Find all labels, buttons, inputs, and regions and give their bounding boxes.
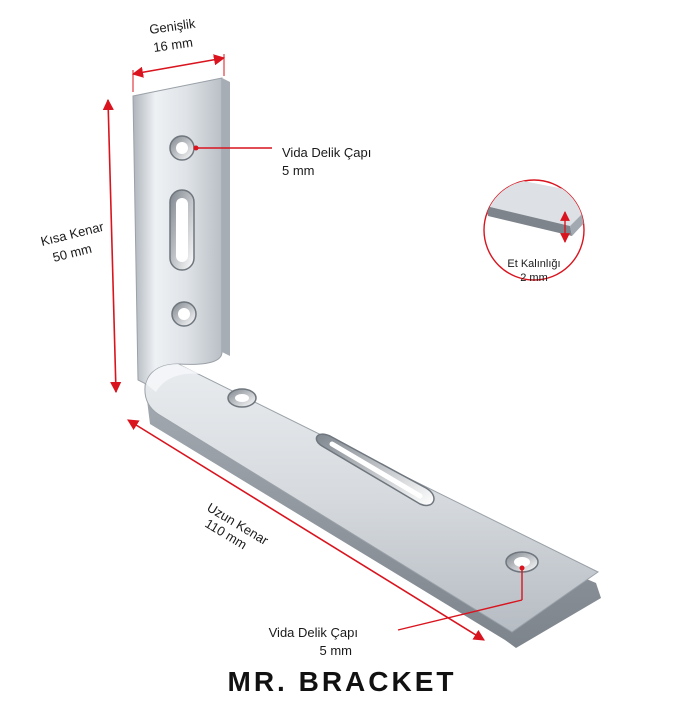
hole-bottom-title: Vida Delik Çapı (269, 625, 358, 640)
thickness-inset: Et Kalınlığı 2 mm (483, 179, 585, 284)
width-value: 16 mm (152, 35, 193, 55)
bend-highlight (146, 364, 200, 392)
thickness-value: 2 mm (520, 272, 548, 284)
hole-top-value: 5 mm (282, 163, 315, 178)
long-arm-face (144, 363, 599, 633)
hole-top-callout: Vida Delik Çapı 5 mm (193, 145, 371, 178)
brand-logo: MR. BRACKET (228, 666, 457, 697)
width-dimension: Genişlik 16 mm (131, 16, 226, 92)
hole-bottom-callout: Vida Delik Çapı 5 mm (269, 565, 525, 658)
hole-top-title: Vida Delik Çapı (282, 145, 371, 160)
short-arm-edge (222, 78, 230, 356)
hole-bottom-value: 5 mm (320, 643, 353, 658)
width-title: Genişlik (148, 16, 196, 37)
thickness-title: Et Kalınlığı (507, 258, 560, 270)
l-bracket (132, 77, 601, 648)
short-edge-dimension: Kısa Kenar 50 mm (39, 98, 122, 394)
